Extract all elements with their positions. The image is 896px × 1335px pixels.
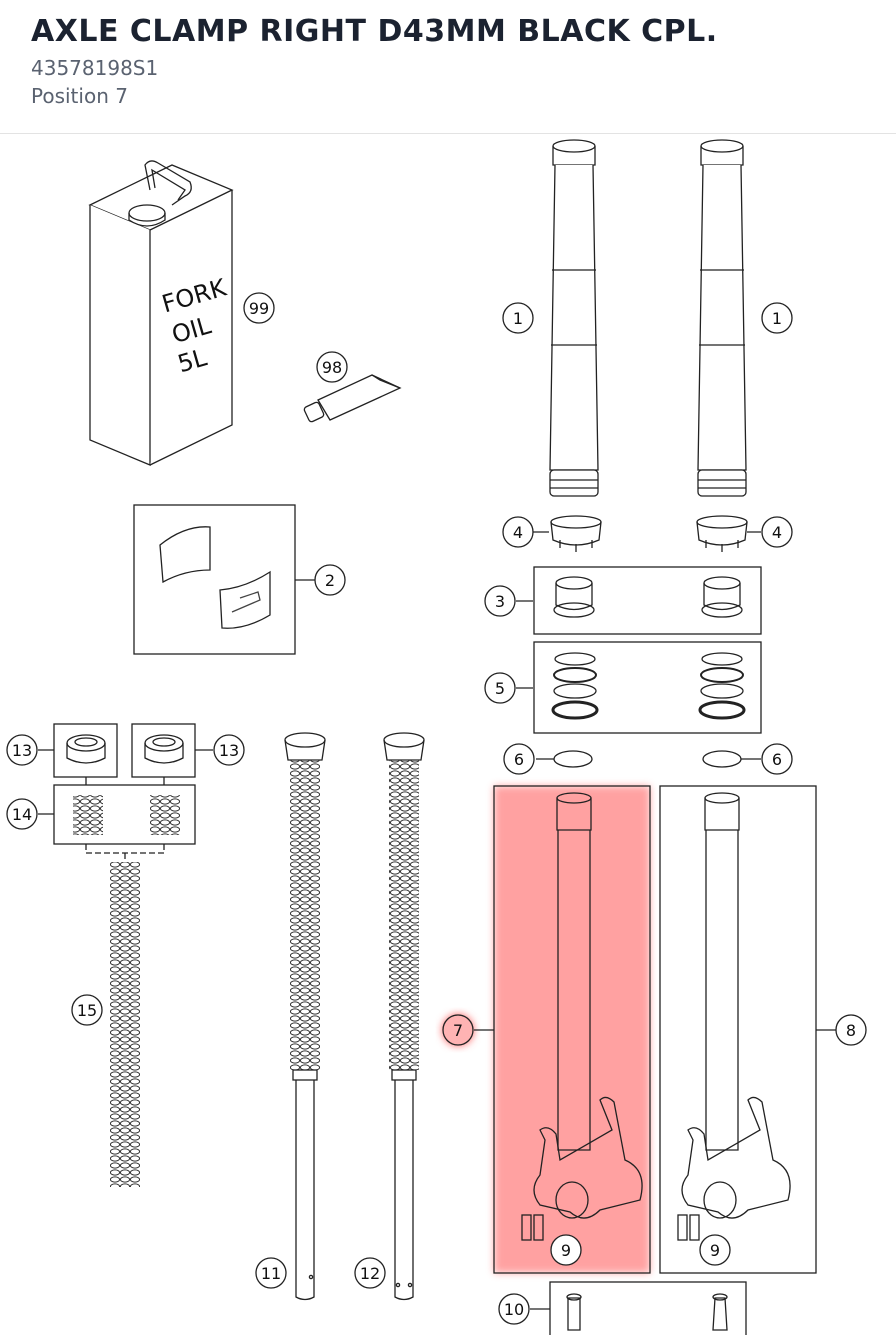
sleeve-upper <box>159 526 211 584</box>
bushing-left <box>553 576 595 618</box>
axle-bolt-box[interactable] <box>549 1281 747 1335</box>
svg-text:5: 5 <box>495 679 505 698</box>
part-number: 43578198S1 <box>31 56 159 80</box>
callout-8[interactable]: 8 <box>835 1014 867 1046</box>
callout-14[interactable]: 14 <box>6 798 38 830</box>
callout-12[interactable]: 12 <box>354 1257 386 1289</box>
callout-1-left[interactable]: 1 <box>502 302 534 334</box>
svg-text:13: 13 <box>219 741 239 760</box>
svg-text:10: 10 <box>504 1300 524 1319</box>
svg-text:9: 9 <box>561 1241 571 1260</box>
callout-4-right[interactable]: 4 <box>761 516 793 548</box>
seal-set-box[interactable] <box>533 641 762 734</box>
callout-3[interactable]: 3 <box>484 585 516 617</box>
sleeve-lower <box>219 570 271 629</box>
svg-text:4: 4 <box>772 523 782 542</box>
svg-text:11: 11 <box>261 1264 281 1283</box>
seal-stack-right <box>698 652 746 720</box>
callout-99[interactable]: 99 <box>243 292 275 324</box>
part-position: Position 7 <box>31 84 128 108</box>
exploded-fork-diagram: FORK OIL 5L <box>6 139 867 1335</box>
part-header: AXLE CLAMP RIGHT D43MM BLACK CPL. 435781… <box>0 0 896 134</box>
callout-15[interactable]: 15 <box>71 994 103 1026</box>
bushing-right <box>701 576 743 618</box>
callout-6-right[interactable]: 6 <box>761 743 793 775</box>
fork-oil-can[interactable]: FORK OIL 5L <box>88 160 234 466</box>
svg-text:1: 1 <box>513 309 523 328</box>
axle-bolt-right <box>712 1297 728 1331</box>
selected-part-highlight <box>494 786 650 1273</box>
grease-tube[interactable] <box>303 374 402 423</box>
svg-text:3: 3 <box>495 592 505 611</box>
svg-text:99: 99 <box>249 299 269 318</box>
part-title: AXLE CLAMP RIGHT D43MM BLACK CPL. <box>31 14 718 49</box>
callout-10[interactable]: 10 <box>498 1293 530 1325</box>
preload-spring-left <box>73 795 103 835</box>
svg-text:6: 6 <box>514 750 524 769</box>
callout-9-right[interactable]: 9 <box>699 1234 731 1266</box>
spring-cap-left <box>66 734 106 764</box>
outer-tube-left[interactable] <box>549 139 599 497</box>
svg-text:98: 98 <box>322 358 342 377</box>
callout-1-right[interactable]: 1 <box>761 302 793 334</box>
bushing-set-box[interactable] <box>533 566 762 635</box>
damping-cartridge-right[interactable] <box>383 732 425 1301</box>
callout-6-left[interactable]: 6 <box>503 743 535 775</box>
preload-spring-right <box>150 795 180 835</box>
spring-cap-right <box>144 734 184 764</box>
guide-bushing-right[interactable] <box>696 515 748 552</box>
callout-13-left[interactable]: 13 <box>6 734 38 766</box>
sliding-sleeve-box[interactable] <box>133 504 296 655</box>
callout-98[interactable]: 98 <box>316 351 348 383</box>
seal-stack-left <box>551 652 599 720</box>
svg-text:9: 9 <box>710 1241 720 1260</box>
o-ring-left[interactable] <box>553 750 593 768</box>
callout-9-left[interactable]: 9 <box>550 1234 582 1266</box>
inner-tube-right <box>677 792 791 1241</box>
o-ring-right[interactable] <box>702 750 742 768</box>
svg-text:8: 8 <box>846 1021 856 1040</box>
inner-tube-left <box>521 792 643 1241</box>
axle-bolt-left <box>567 1297 581 1331</box>
guide-bushing-left[interactable] <box>550 515 602 552</box>
svg-text:4: 4 <box>513 523 523 542</box>
callout-7[interactable]: 7 <box>442 1014 474 1046</box>
svg-text:12: 12 <box>360 1264 380 1283</box>
svg-text:13: 13 <box>12 741 32 760</box>
callout-13-right[interactable]: 13 <box>213 734 245 766</box>
main-spring[interactable] <box>110 862 140 1187</box>
svg-text:14: 14 <box>12 805 32 824</box>
callout-5[interactable]: 5 <box>484 672 516 704</box>
outer-tube-right[interactable] <box>697 139 747 497</box>
callout-11[interactable]: 11 <box>255 1257 287 1289</box>
callouts: 99 98 1 1 2 4 4 3 5 6 6 7 8 9 9 10 11 12… <box>6 292 867 1325</box>
callout-2[interactable]: 2 <box>314 564 346 596</box>
svg-text:7: 7 <box>453 1021 463 1040</box>
callout-4-left[interactable]: 4 <box>502 516 534 548</box>
damping-cartridge-left[interactable] <box>284 732 326 1301</box>
svg-text:6: 6 <box>772 750 782 769</box>
svg-text:15: 15 <box>77 1001 97 1020</box>
svg-text:2: 2 <box>325 571 335 590</box>
svg-text:1: 1 <box>772 309 782 328</box>
